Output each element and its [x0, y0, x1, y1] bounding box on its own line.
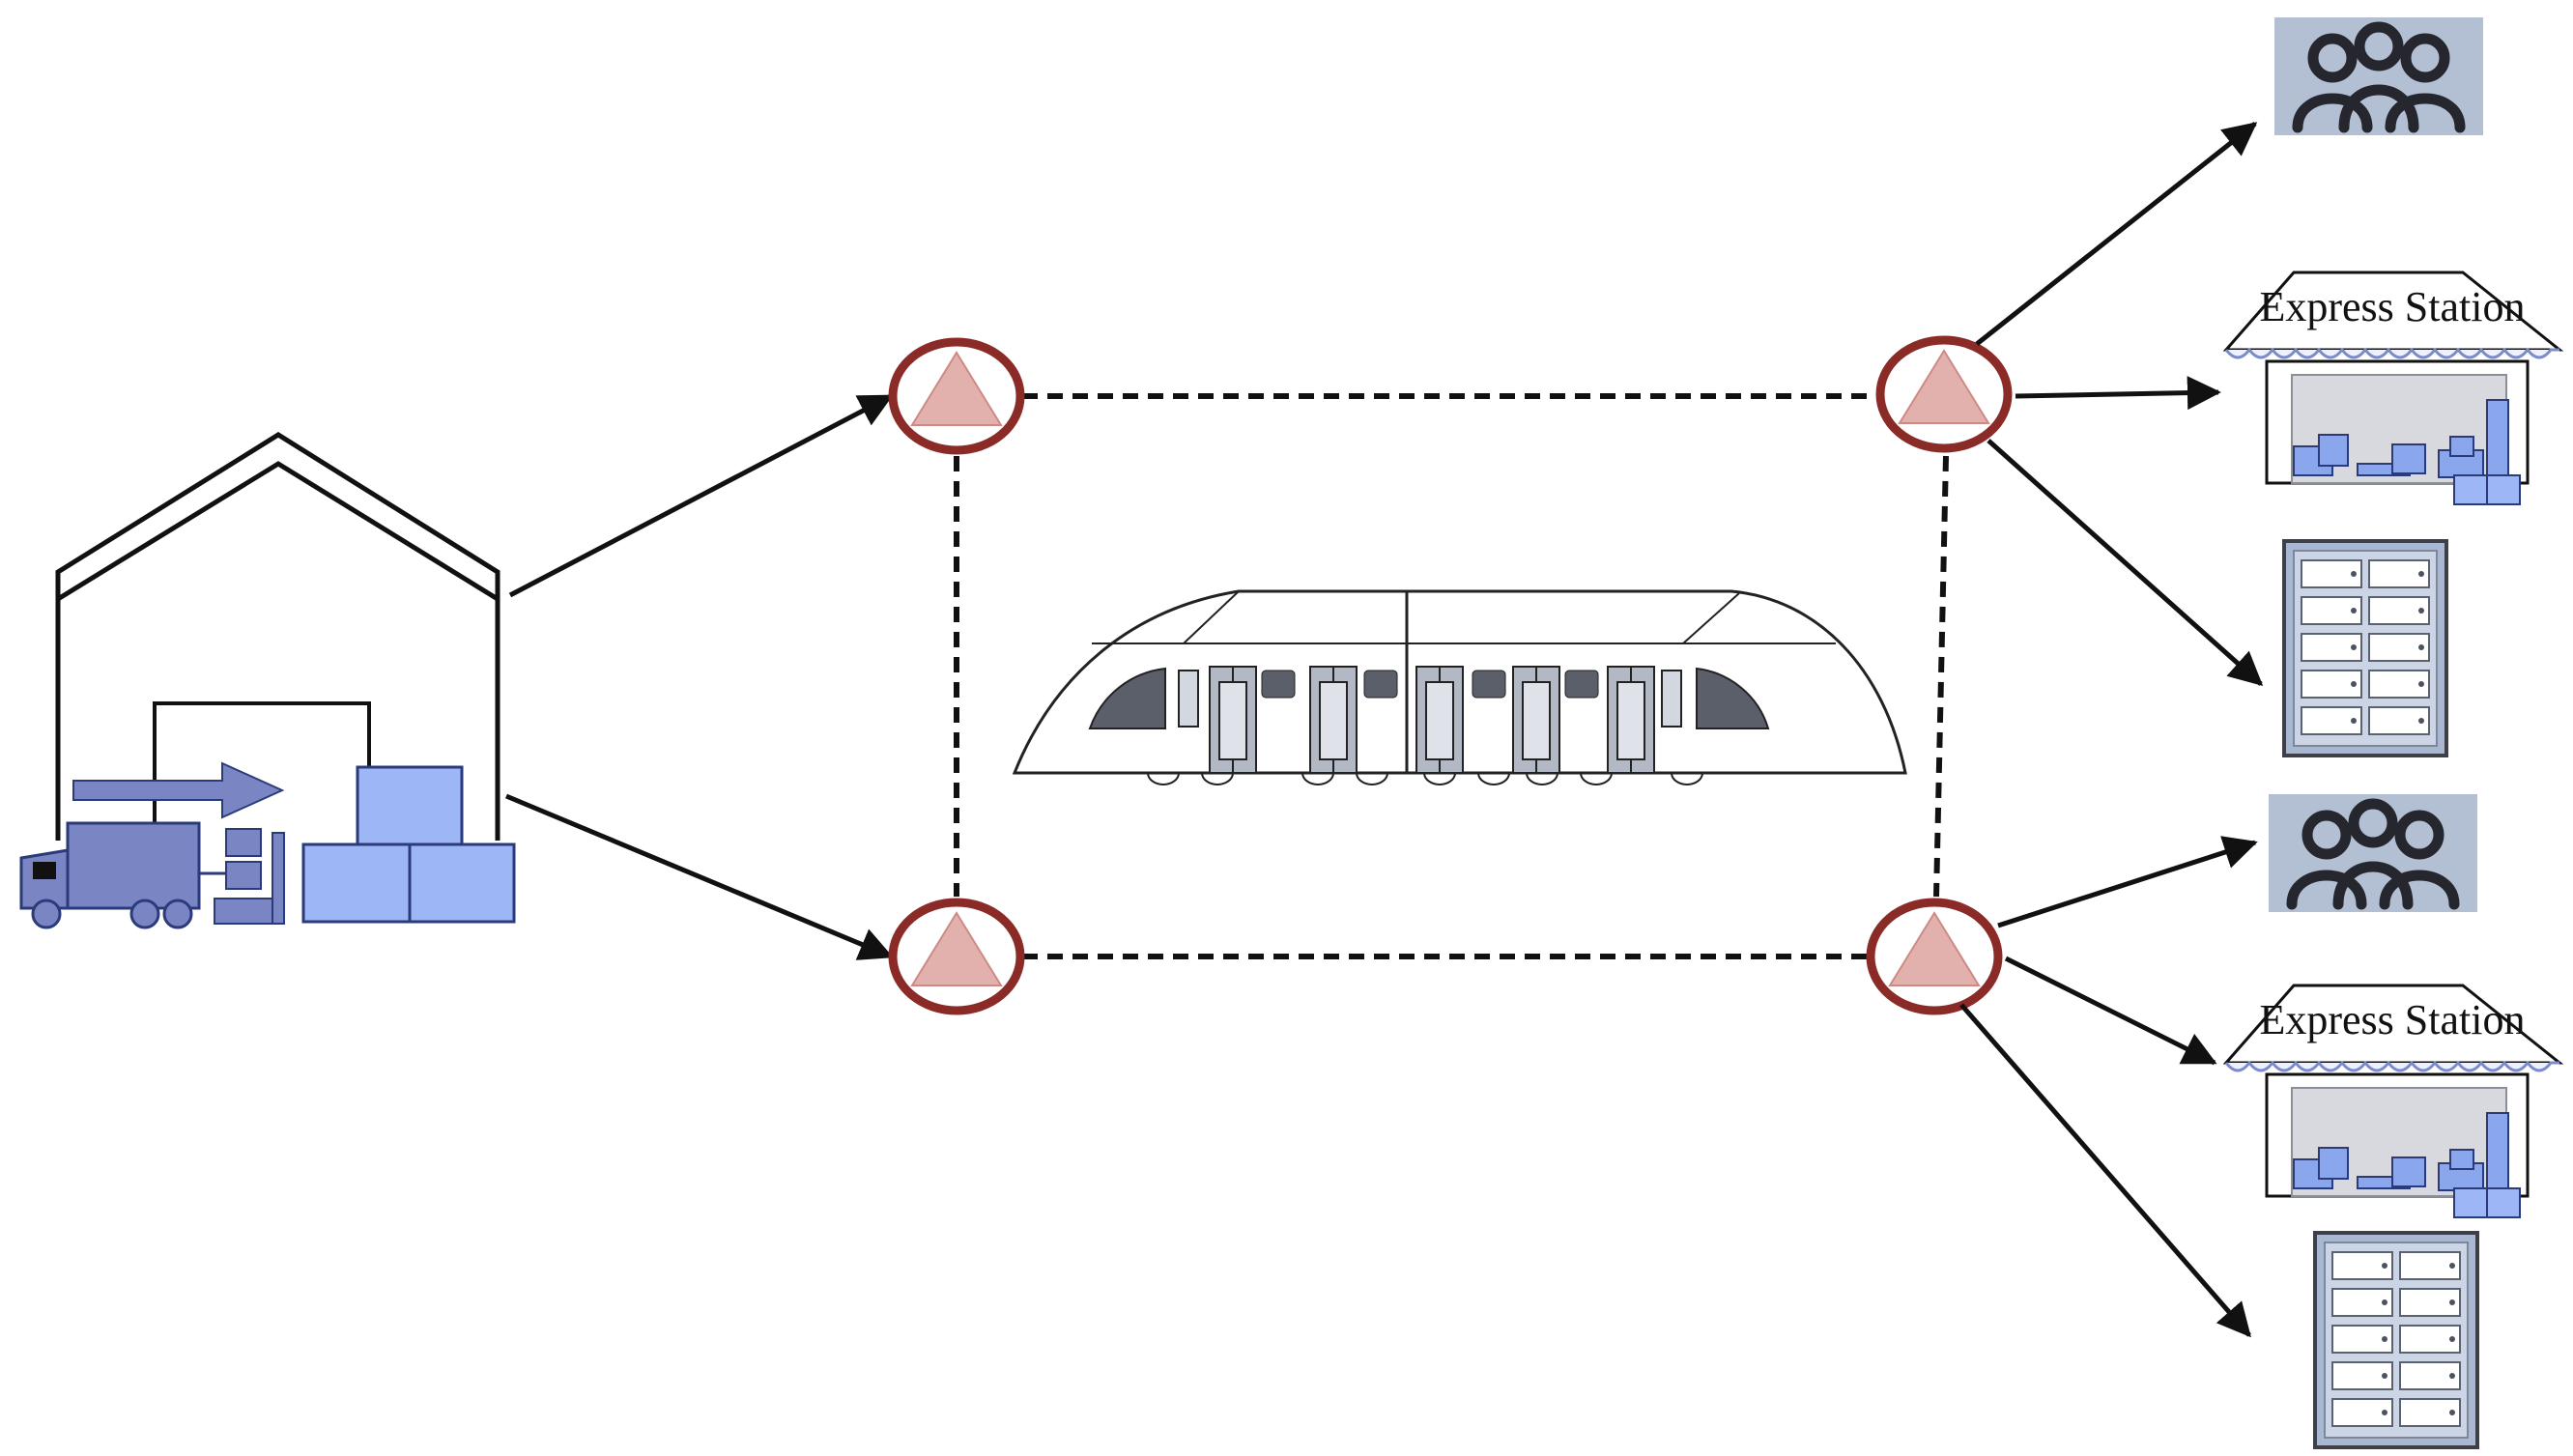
express-station-icon: Express Station: [2224, 271, 2561, 506]
flow-arrow: [508, 393, 894, 598]
flow-arrow: [2004, 956, 2217, 1066]
parcel-locker-icon: [2282, 539, 2448, 757]
hub-node-top-left: [888, 337, 1025, 455]
train-icon: [1012, 589, 1907, 785]
people-group-icon: [2274, 17, 2483, 135]
flow-arrow: [505, 793, 894, 960]
rail-network: [954, 393, 1949, 959]
warehouse-icon: [19, 432, 516, 929]
express-station-label: Express Station: [2260, 996, 2526, 1043]
hub-node-top-right: [1875, 335, 2013, 453]
people-group-icon: [2269, 794, 2477, 912]
flow-arrow: [1959, 1003, 2251, 1338]
flow-arrow: [1997, 836, 2258, 928]
hub-node-bottom-right: [1866, 898, 2003, 1015]
flow-arrow: [2015, 376, 2221, 411]
flow-arrow: [1975, 122, 2258, 346]
parcel-locker-icon: [2313, 1231, 2479, 1449]
flow-arrow: [1987, 439, 2264, 686]
express-station-label: Express Station: [2260, 283, 2526, 330]
express-station-icon: Express Station: [2224, 984, 2561, 1219]
hub-node-bottom-left: [888, 898, 1025, 1015]
